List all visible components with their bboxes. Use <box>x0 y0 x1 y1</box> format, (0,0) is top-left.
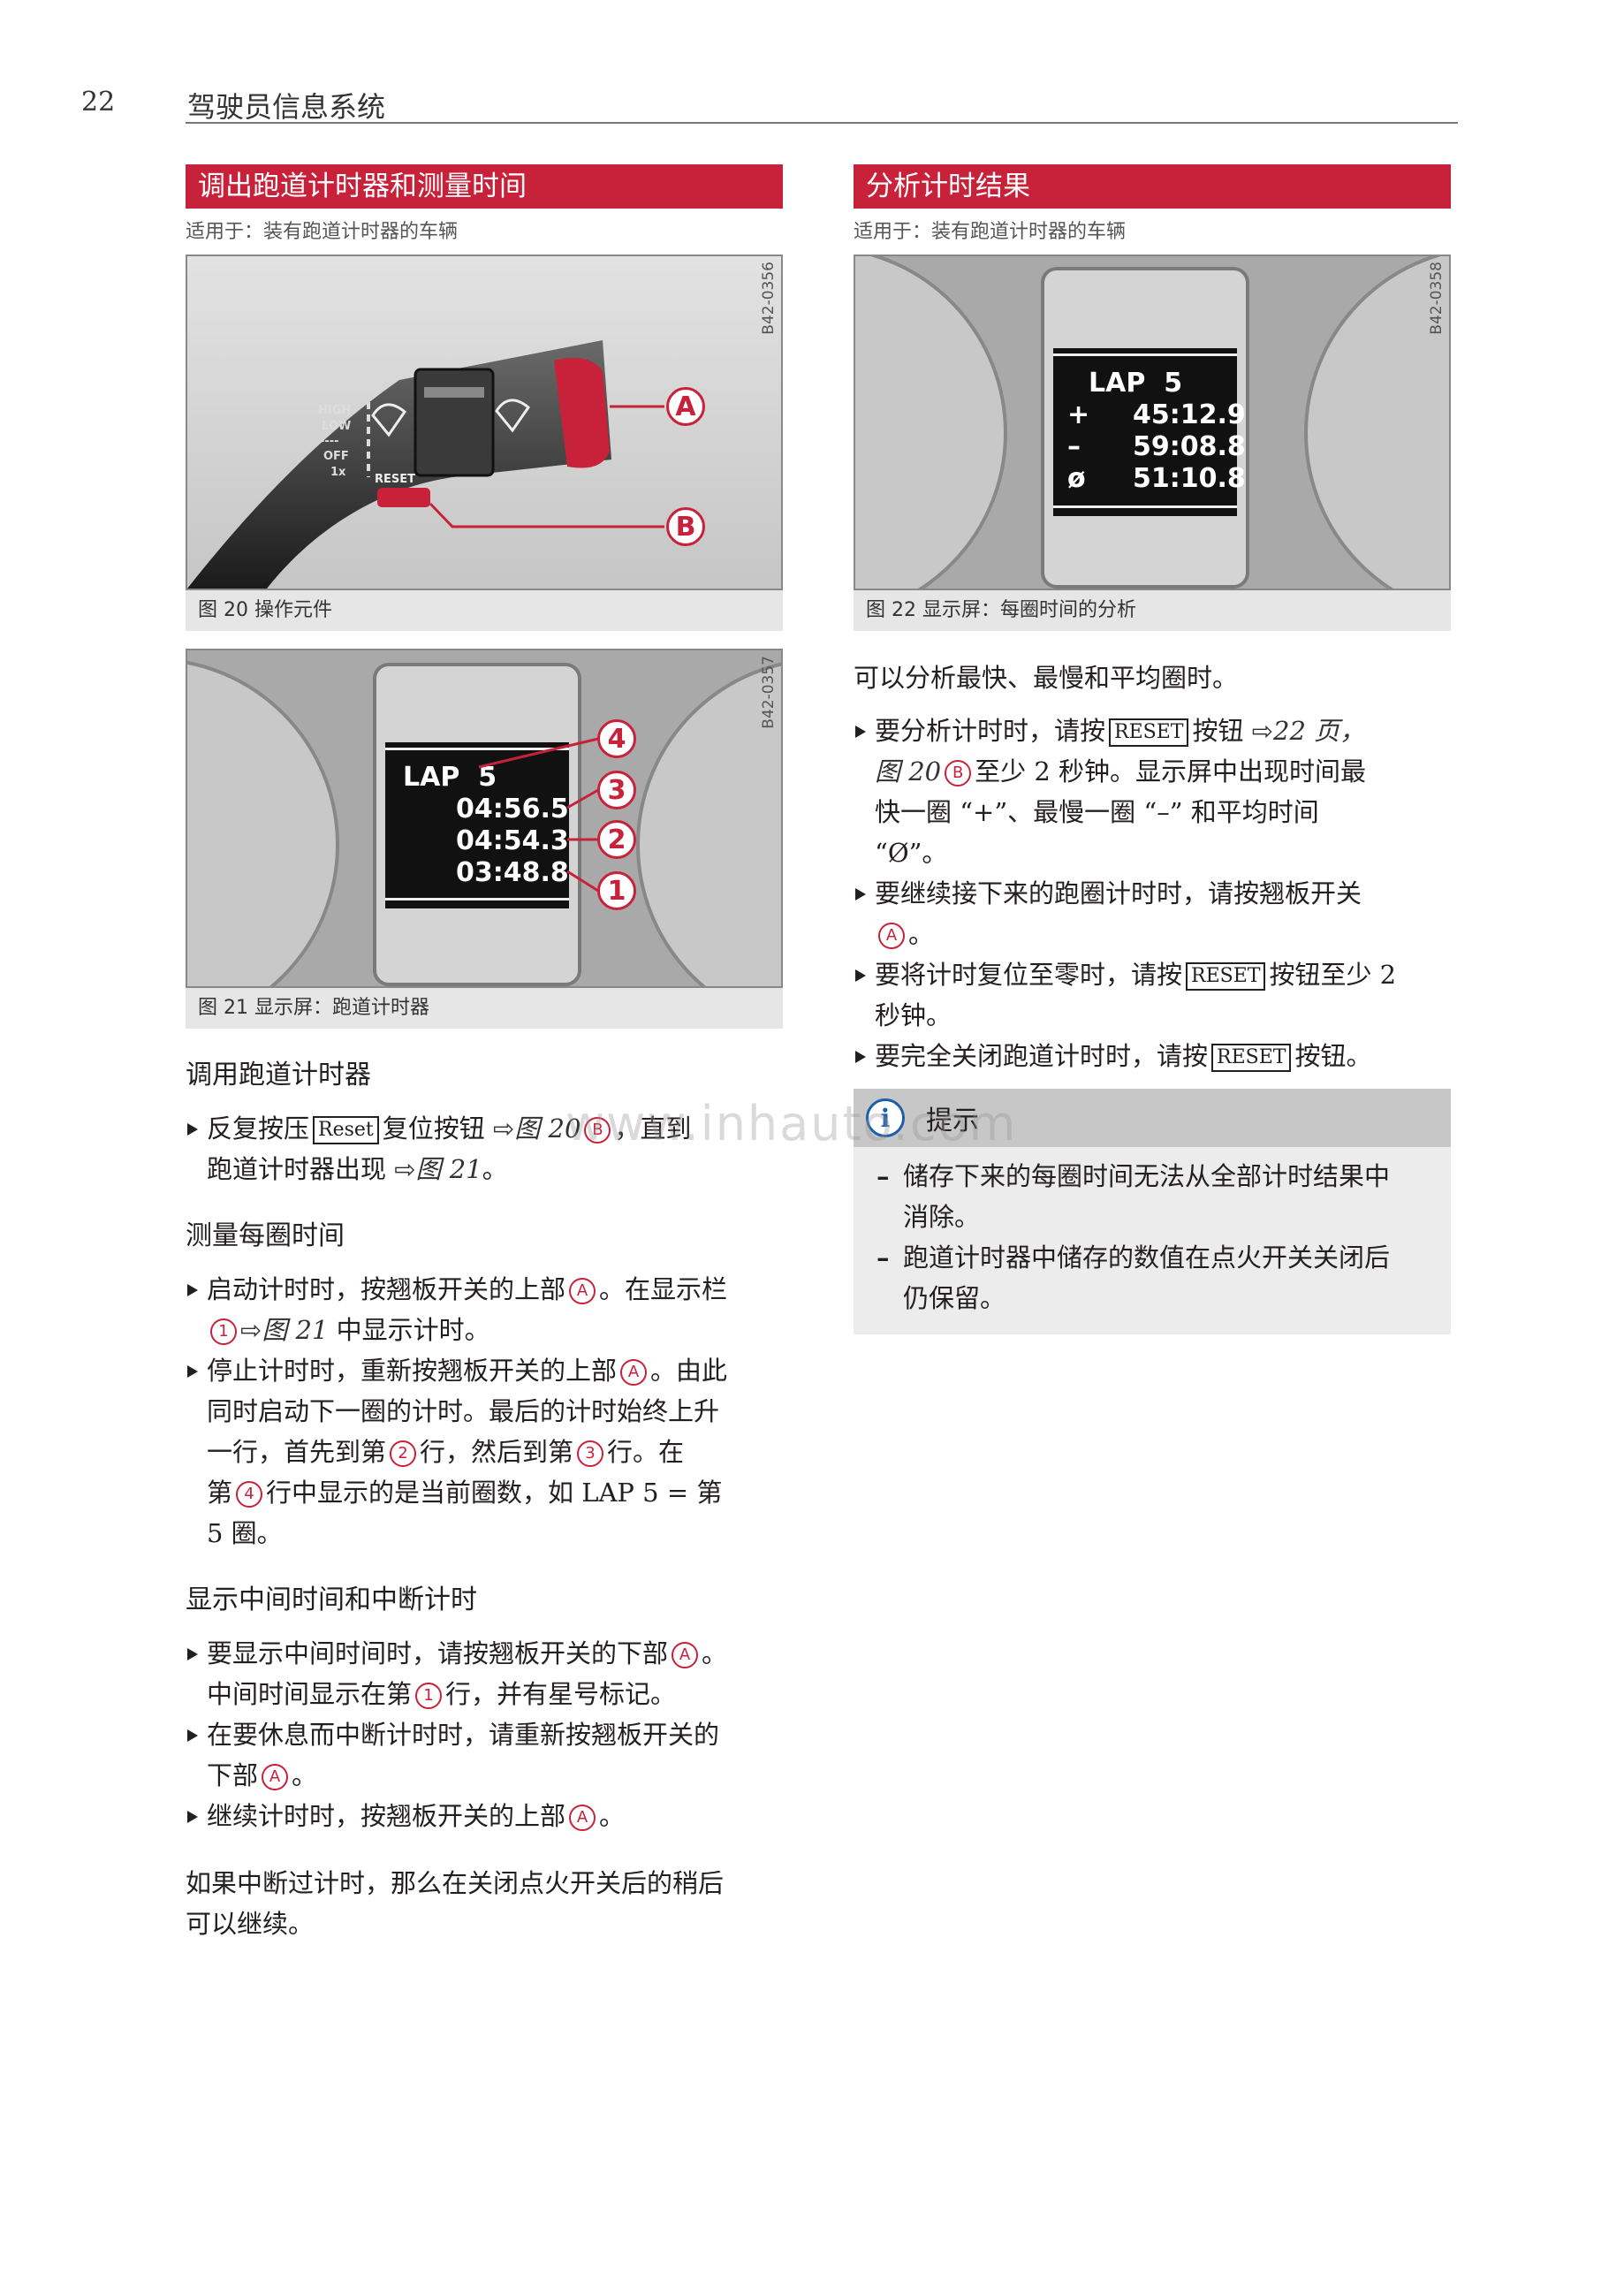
lap-time-row-2: 04:54.3 <box>456 825 569 856</box>
reset-button-b <box>377 488 430 507</box>
callout-ref: 3 <box>577 1440 604 1467</box>
lap-time-row-3: 04:56.5 <box>456 794 569 824</box>
callout-a: A <box>666 387 705 426</box>
callout-ref: A <box>262 1764 289 1790</box>
reset-key: RESET <box>1186 962 1266 991</box>
lap-label: LAP 5 <box>403 762 497 793</box>
callout-ref: 1 <box>210 1318 237 1345</box>
right-column: 分析计时结果 适用于：装有跑道计时器的车辆 LAP 5 + 45:12.9 – … <box>854 164 1451 1334</box>
wiper-switch <box>414 368 495 477</box>
average-symbol: ø <box>1067 463 1086 494</box>
figure-21-caption: 图 21 显示屏：跑道计时器 <box>186 988 783 1029</box>
callout-ref: 2 <box>390 1440 417 1467</box>
applies-to-note: 适用于：装有跑道计时器的车辆 <box>186 221 459 243</box>
callout-ref: 4 <box>236 1481 263 1508</box>
figure-21-lap-timer-display: LAP 5 04:56.5 04:54.3 03:48.8 4 3 2 1 B4… <box>186 649 783 988</box>
subheading-call-timer: 调用跑道计时器 <box>186 1060 371 1090</box>
callout-1: 1 <box>597 871 636 910</box>
reset-key: Reset <box>313 1116 379 1144</box>
figure-code: B42-0358 <box>1428 262 1446 335</box>
cross-reference[interactable]: 22 页， <box>1273 716 1366 746</box>
subheading-intermediate-time: 显示中间时间和中断计时 <box>186 1584 477 1615</box>
label-intermittent: ---- <box>320 435 339 448</box>
wiper-icon-left <box>371 403 407 437</box>
cross-reference[interactable]: 图 21 <box>415 1154 482 1184</box>
lap-time-row-1: 03:48.8 <box>456 857 569 888</box>
info-icon: i <box>866 1098 905 1137</box>
cross-reference[interactable]: 图 20 <box>514 1113 581 1144</box>
slowest-lap-time: 59:08.8 <box>1133 431 1246 462</box>
lap-analysis-screen: LAP 5 + 45:12.9 – 59:08.8 ø 51:10.8 <box>1053 348 1246 516</box>
cross-reference[interactable]: 图 20 <box>875 756 942 786</box>
lap-timer-screen: LAP 5 04:56.5 04:54.3 03:48.8 <box>385 742 569 908</box>
callout-ref: 1 <box>415 1683 443 1709</box>
label-reset: RESET <box>375 473 415 486</box>
closing-paragraph: 如果中断过计时，那么在关闭点火开关后的稍后可以继续。 <box>186 1868 725 1939</box>
applies-to-note: 适用于：装有跑道计时器的车辆 <box>854 221 1127 243</box>
callout-ref: A <box>672 1642 699 1668</box>
subheading-measure-lap: 测量每圈时间 <box>186 1220 345 1251</box>
figure-code: B42-0357 <box>760 656 778 729</box>
callout-ref: B <box>584 1117 611 1144</box>
label-1x: 1x <box>330 466 346 479</box>
label-high: HIGH <box>318 404 351 417</box>
bullet-continue-lap: 要继续接下来的跑圈计时时，请按翘板开关 A。 <box>854 873 1451 954</box>
section-title-bar: 分析计时结果 <box>854 164 1451 209</box>
left-column: 调出跑道计时器和测量时间 适用于：装有跑道计时器的车辆 HIGH LOW ---… <box>186 164 783 1944</box>
header-rule <box>186 122 1458 124</box>
figure-22-lap-analysis-display: LAP 5 + 45:12.9 – 59:08.8 ø 51:10.8 B42-… <box>854 255 1451 590</box>
section-title-bar: 调出跑道计时器和测量时间 <box>186 164 783 209</box>
intro-paragraph: 可以分析最快、最慢和平均圈时。 <box>854 663 1239 693</box>
fastest-lap-time: 45:12.9 <box>1133 399 1246 430</box>
watermark: www.inhauto.com <box>565 1096 1018 1151</box>
average-lap-time: 51:10.8 <box>1133 463 1246 494</box>
wiper-icon-right <box>495 399 531 433</box>
figure-20-operating-elements: HIGH LOW ---- OFF 1x RESET A B B42-0356 <box>186 255 783 590</box>
label-off: OFF <box>323 450 349 463</box>
callout-ref: B <box>945 760 972 786</box>
callout-ref: A <box>878 923 905 949</box>
figure-20-caption: 图 20 操作元件 <box>186 590 783 631</box>
reset-key: RESET <box>1109 718 1189 747</box>
stalk-tip-button-a <box>554 357 610 468</box>
callout-ref: A <box>620 1359 648 1386</box>
callout-ref: A <box>569 1805 596 1831</box>
callout-ref: A <box>569 1278 596 1304</box>
callout-3: 3 <box>597 771 636 809</box>
running-title: 驾驶员信息系统 <box>187 90 386 124</box>
callout-4: 4 <box>597 719 636 758</box>
lap-label: LAP 5 <box>1089 368 1183 399</box>
figure-22-caption: 图 22 显示屏：每圈时间的分析 <box>854 590 1451 631</box>
cross-reference[interactable]: 图 21 <box>262 1315 329 1345</box>
callout-2: 2 <box>597 820 636 859</box>
page-number: 22 <box>81 87 116 118</box>
note-header: i 提示 <box>854 1089 1451 1147</box>
note-title: 提示 <box>926 1106 979 1136</box>
reset-key: RESET <box>1211 1044 1292 1072</box>
figure-code: B42-0356 <box>760 262 778 335</box>
fastest-symbol: + <box>1067 399 1090 430</box>
slowest-symbol: – <box>1067 431 1081 462</box>
callout-b: B <box>666 507 705 546</box>
label-low: LOW <box>322 420 351 433</box>
